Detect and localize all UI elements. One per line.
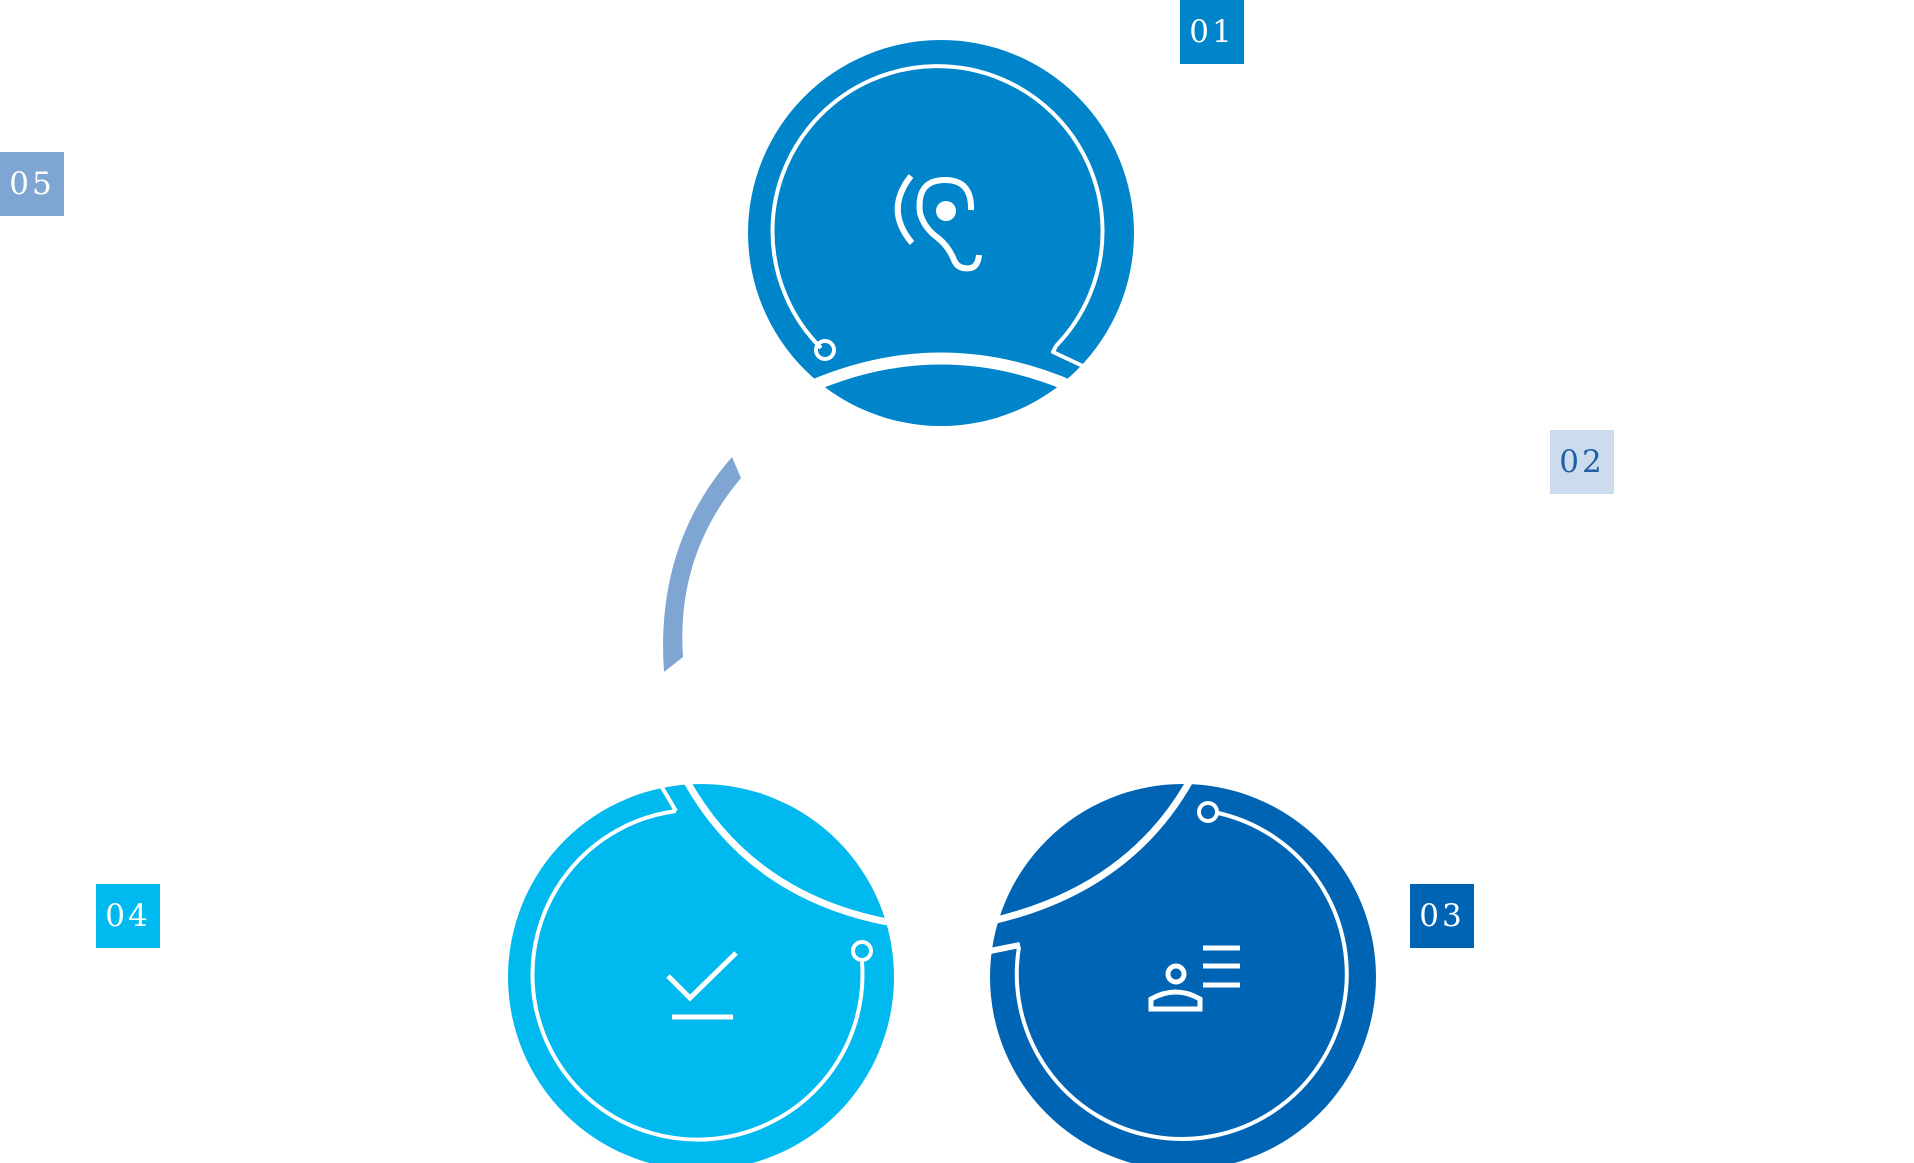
step-03-top-cut (991, 775, 1196, 925)
step-03-left-gap (984, 942, 1021, 955)
step-number-badge-03: 03 (1410, 884, 1474, 948)
step-number-badge-05: 05 (0, 152, 64, 216)
step-03-node (1197, 801, 1219, 823)
step-01-ring-tail (1051, 345, 1088, 370)
step-04-inner-ring (530, 809, 865, 1142)
step-01-inner-ring (770, 64, 1105, 350)
step-01-circle (748, 40, 1134, 426)
step-04-node (851, 940, 873, 962)
step-number-badge-01: 01 (1180, 0, 1244, 64)
step-04-top-cut (682, 778, 888, 926)
step-number-badge-04: 04 (96, 884, 160, 948)
step-04-disc (508, 784, 894, 1163)
person-list-icon (1148, 945, 1240, 1012)
step-04-circle (508, 768, 894, 1163)
step-01-arc-cut (809, 352, 1073, 392)
step-01-disc (748, 40, 1134, 426)
step-03-inner-ring (1014, 811, 1349, 1141)
step-04-top-gap (663, 768, 673, 780)
step-number-badge-02: 02 (1550, 430, 1614, 494)
checkmark-download-icon (666, 951, 738, 1020)
step-04-ring-tail (658, 782, 678, 813)
ear-listening-icon (894, 174, 982, 272)
step-03-circle (984, 775, 1376, 1163)
connector-arc (663, 457, 741, 672)
step-01-node (814, 339, 836, 361)
